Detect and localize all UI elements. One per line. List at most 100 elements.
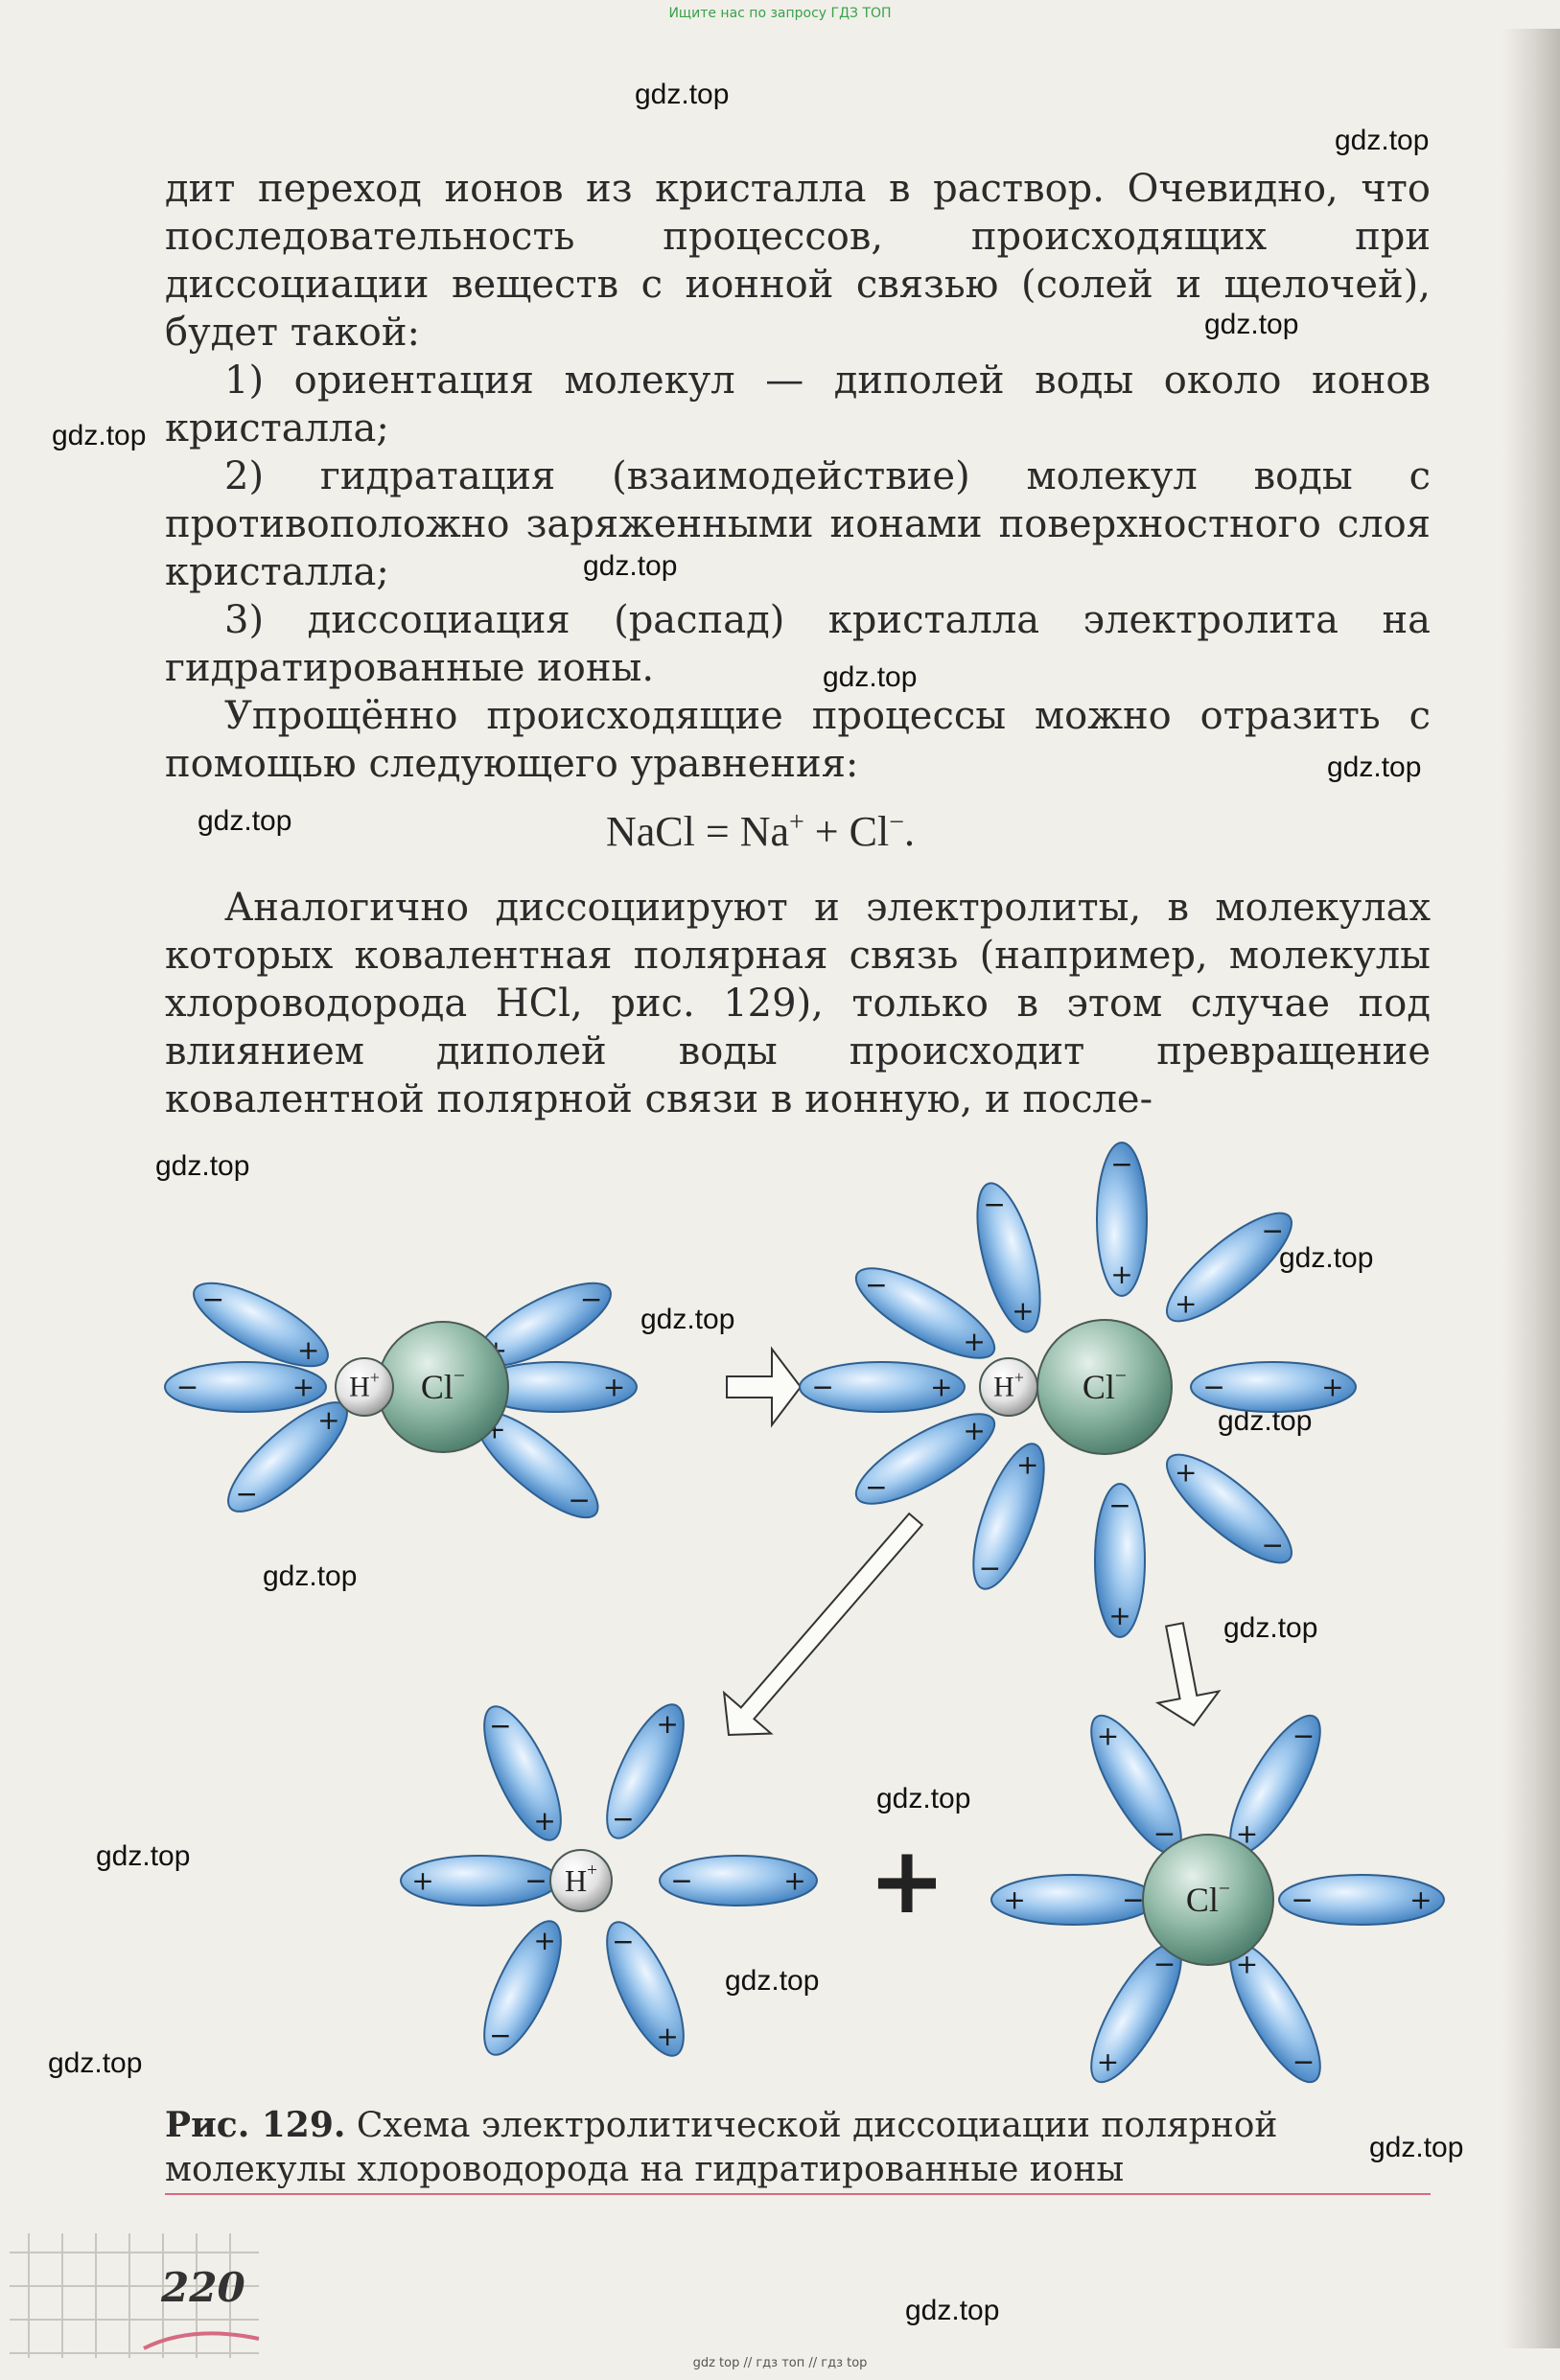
water-dipole: +− (976, 1182, 1041, 1333)
watermark: gdz.top (198, 805, 292, 837)
reaction-arrow-down (1154, 1622, 1222, 1727)
paragraph: Аналогично диссоциируют и электролиты, в… (165, 886, 1431, 1121)
plus-sign: + (1108, 1600, 1130, 1631)
watermark: gdz.top (263, 1560, 358, 1592)
watermark: gdz.top (1335, 125, 1430, 156)
dipole-body (1094, 1483, 1146, 1638)
list-item: 1) ориентация молекул — диполей воды око… (165, 358, 1431, 451)
caption-underline (165, 2193, 1431, 2195)
plus-sign: + (317, 1404, 339, 1436)
minus-sign: − (612, 1926, 634, 1957)
dipole-body (1165, 1453, 1293, 1564)
dipole-body (972, 1443, 1045, 1590)
minus-sign: − (568, 1485, 590, 1516)
watermark: gdz.top (52, 420, 147, 451)
water-dipole: +− (483, 1705, 562, 1841)
dipole-body (606, 1921, 685, 2057)
dipole-body (1190, 1361, 1357, 1413)
page-fold-shadow (1502, 29, 1560, 2348)
paragraph: дит переход ионов из кристалла в раствор… (165, 167, 1431, 355)
watermark: gdz.top (905, 2295, 1000, 2326)
watermark: gdz.top (583, 550, 678, 582)
figure-root: +−+−+−−++−−+Cl−H++−+−+−+−−+−++−−++−+−Cl−… (164, 1142, 1445, 2084)
paragraph: Упрощённо происходящие процессы можно от… (165, 694, 1431, 786)
minus-sign: − (1110, 1148, 1132, 1180)
minus-sign: − (979, 1553, 1001, 1584)
watermark: gdz.top (1223, 1612, 1318, 1644)
plus-sign: + (1409, 1884, 1432, 1916)
water-dipole: +− (1278, 1874, 1445, 1926)
text-block-top: дит переход ионов из кристалла в раствор… (165, 165, 1431, 788)
top-note: Ищите нас по запросу ГДЗ ТОП (668, 6, 892, 21)
minus-sign: − (865, 1471, 887, 1503)
minus-sign: − (1261, 1529, 1283, 1560)
plus-sign: + (656, 1708, 678, 1740)
water-dipole: +− (483, 1920, 562, 2056)
water-dipole: +− (854, 1413, 996, 1505)
minus-sign: − (235, 1478, 257, 1510)
water-dipole: +− (1190, 1361, 1357, 1413)
watermark: gdz.top (48, 2047, 143, 2079)
plus-sign: + (1097, 1720, 1119, 1751)
water-dipole: +− (854, 1267, 996, 1359)
minus-sign: − (1291, 1884, 1313, 1916)
plus-sign: + (783, 1865, 805, 1897)
dipole-body (1278, 1874, 1445, 1926)
dipole-body (606, 1703, 685, 1839)
plus-sign: + (603, 1372, 625, 1403)
plus-sign: + (1012, 1295, 1034, 1327)
page-number: 220 (161, 2264, 245, 2311)
water-dipole: −+ (1165, 1212, 1293, 1323)
dipole-body (799, 1361, 966, 1413)
dipole-body (164, 1361, 327, 1413)
hydrogen-atom (335, 1357, 394, 1417)
dipole-body (483, 1705, 562, 1841)
plus-sign: + (411, 1865, 433, 1897)
water-dipole: −+ (475, 1410, 599, 1519)
dipole-body (483, 1920, 562, 2056)
minus-sign: − (1122, 1884, 1144, 1916)
caption-text: Схема электролитической диссоциации поля… (165, 2106, 1278, 2189)
minus-sign: − (176, 1372, 198, 1403)
minus-sign: − (670, 1865, 692, 1897)
minus-sign: − (1292, 2046, 1315, 2078)
minus-sign: − (524, 1865, 547, 1897)
bottom-note: gdz top // гдз топ // гдз top (692, 2356, 868, 2370)
watermark: gdz.top (725, 1965, 820, 1997)
plus-sign: + (533, 1925, 555, 1956)
water-dipole: +− (972, 1443, 1045, 1590)
minus-sign: − (489, 1710, 511, 1742)
dipole-body (1165, 1212, 1293, 1323)
watermark: gdz.top (1279, 1242, 1374, 1274)
minus-sign: − (1108, 1490, 1130, 1521)
plus-sign: + (869, 1827, 945, 1934)
watermark: gdz.top (1369, 2132, 1464, 2163)
dipole-body (854, 1413, 996, 1505)
minus-sign: − (612, 1803, 634, 1835)
reaction-arrow-right (726, 1346, 803, 1428)
figure-caption: Рис. 129. Схема электролитической диссоц… (165, 2103, 1440, 2192)
plus-sign: + (1175, 1457, 1197, 1489)
water-dipole: −+ (1096, 1142, 1148, 1297)
plus-sign: + (1097, 2046, 1119, 2078)
chlorine-atom (1142, 1834, 1274, 1966)
watermark: gdz.top (155, 1150, 250, 1182)
water-dipole: +− (606, 1921, 685, 2057)
water-dipole: −+ (1165, 1453, 1293, 1564)
dipole-body (193, 1282, 329, 1368)
plus-sign: + (1321, 1372, 1343, 1403)
water-dipole: −+ (400, 1855, 559, 1906)
water-dipole: +− (193, 1282, 329, 1368)
minus-sign: − (1292, 1720, 1315, 1751)
watermark: gdz.top (876, 1783, 971, 1814)
caption-label: Рис. 129. (165, 2105, 346, 2145)
water-dipole: −+ (990, 1874, 1157, 1926)
water-dipole: +− (1094, 1483, 1146, 1638)
equation: NaCl = Na+ + Cl−. (606, 807, 915, 855)
text-block-bottom: Аналогично диссоциируют и электролиты, в… (165, 884, 1431, 1123)
plus-sign: + (1110, 1259, 1132, 1290)
water-dipole: −+ (1229, 1714, 1321, 1856)
reaction-arrow-diagonal (722, 1512, 924, 1737)
